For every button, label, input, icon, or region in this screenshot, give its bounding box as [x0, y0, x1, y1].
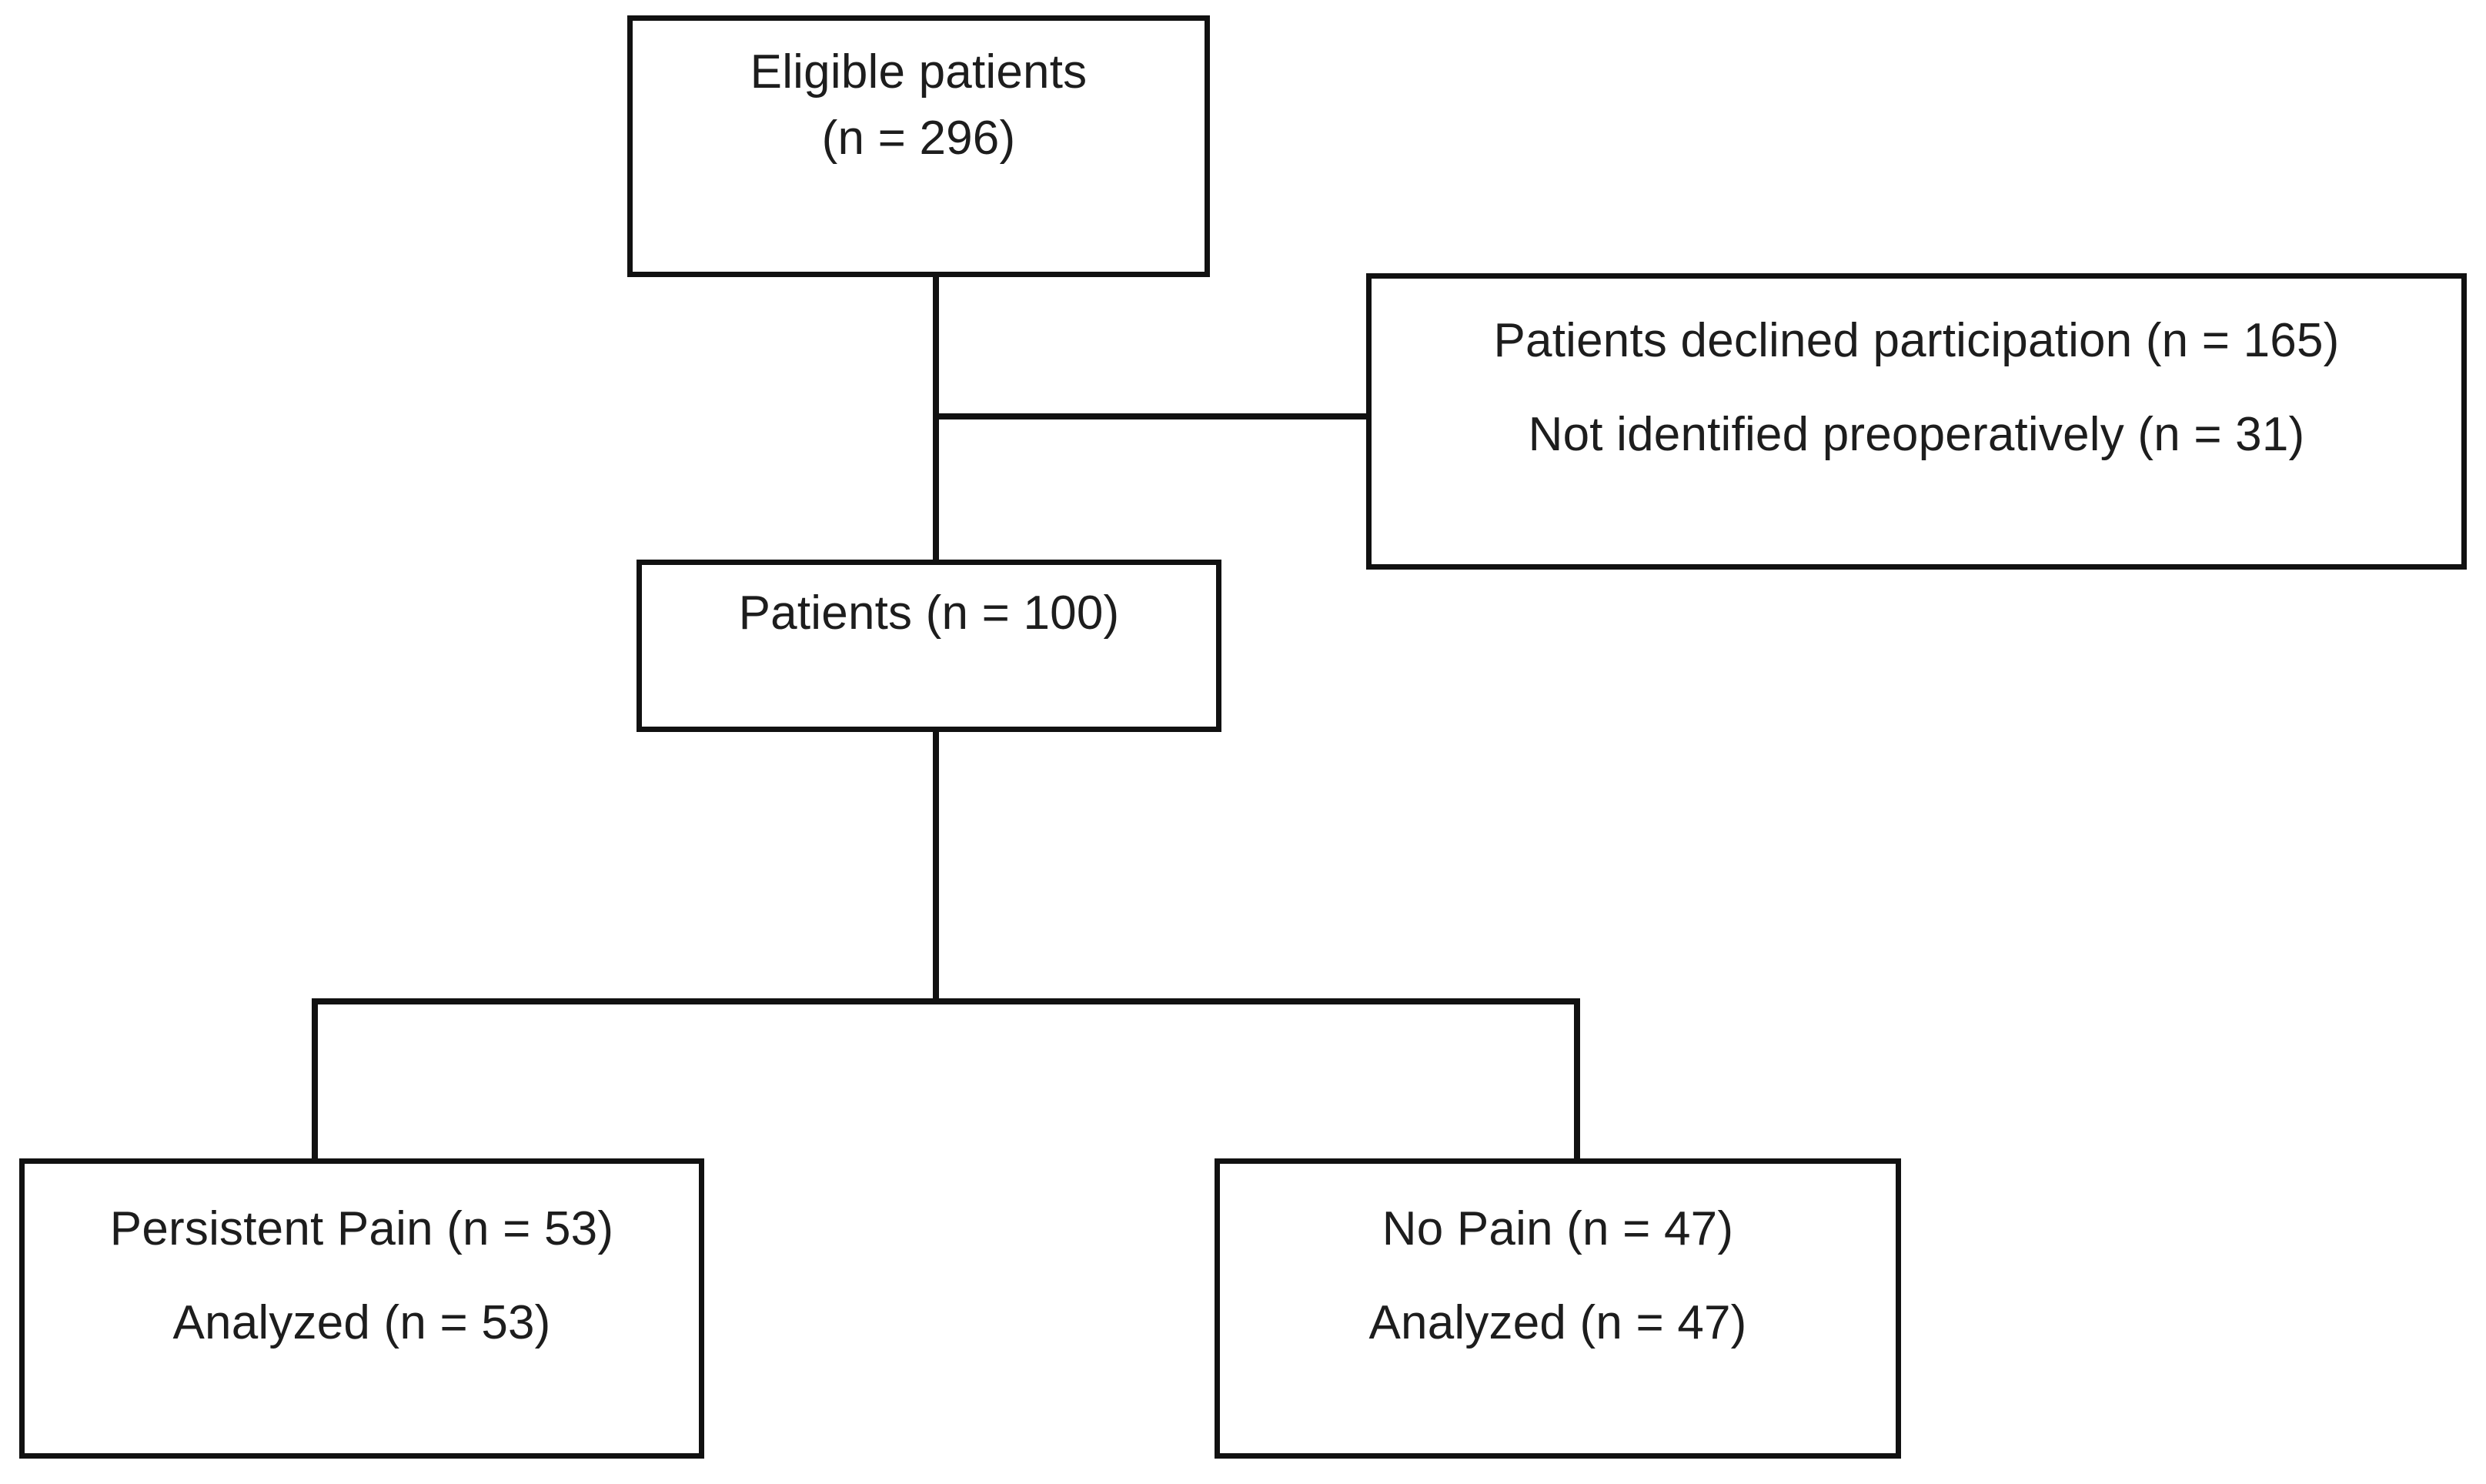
- connector-split-bar: [312, 998, 1580, 1004]
- node-exclusions: Patients declined participation (n = 165…: [1366, 273, 2467, 570]
- connector-drop-to-persistent-pain: [312, 998, 318, 1161]
- node-patients: Patients (n = 100): [637, 560, 1221, 732]
- exclusion-declined-participation: Patients declined participation (n = 165…: [1493, 314, 2340, 367]
- no-pain-label: No Pain (n = 47): [1382, 1202, 1734, 1255]
- connector-drop-to-no-pain: [1574, 998, 1580, 1161]
- persistent-pain-label: Persistent Pain (n = 53): [109, 1202, 614, 1255]
- exclusion-not-identified-preoperatively: Not identified preoperatively (n = 31): [1528, 407, 2305, 461]
- node-persistent-pain: Persistent Pain (n = 53) Analyzed (n = 5…: [19, 1158, 704, 1459]
- patients-label: Patients (n = 100): [738, 587, 1120, 640]
- eligible-patients-count: (n = 296): [821, 111, 1016, 165]
- no-pain-analyzed: Analyzed (n = 47): [1368, 1295, 1747, 1349]
- eligible-patients-label: Eligible patients: [750, 45, 1088, 99]
- connector-branch-to-exclusions: [933, 413, 1372, 419]
- node-no-pain: No Pain (n = 47) Analyzed (n = 47): [1215, 1158, 1901, 1459]
- node-eligible-patients: Eligible patients (n = 296): [627, 15, 1210, 277]
- persistent-pain-analyzed: Analyzed (n = 53): [172, 1295, 551, 1349]
- connector-patients-to-split: [933, 730, 939, 1004]
